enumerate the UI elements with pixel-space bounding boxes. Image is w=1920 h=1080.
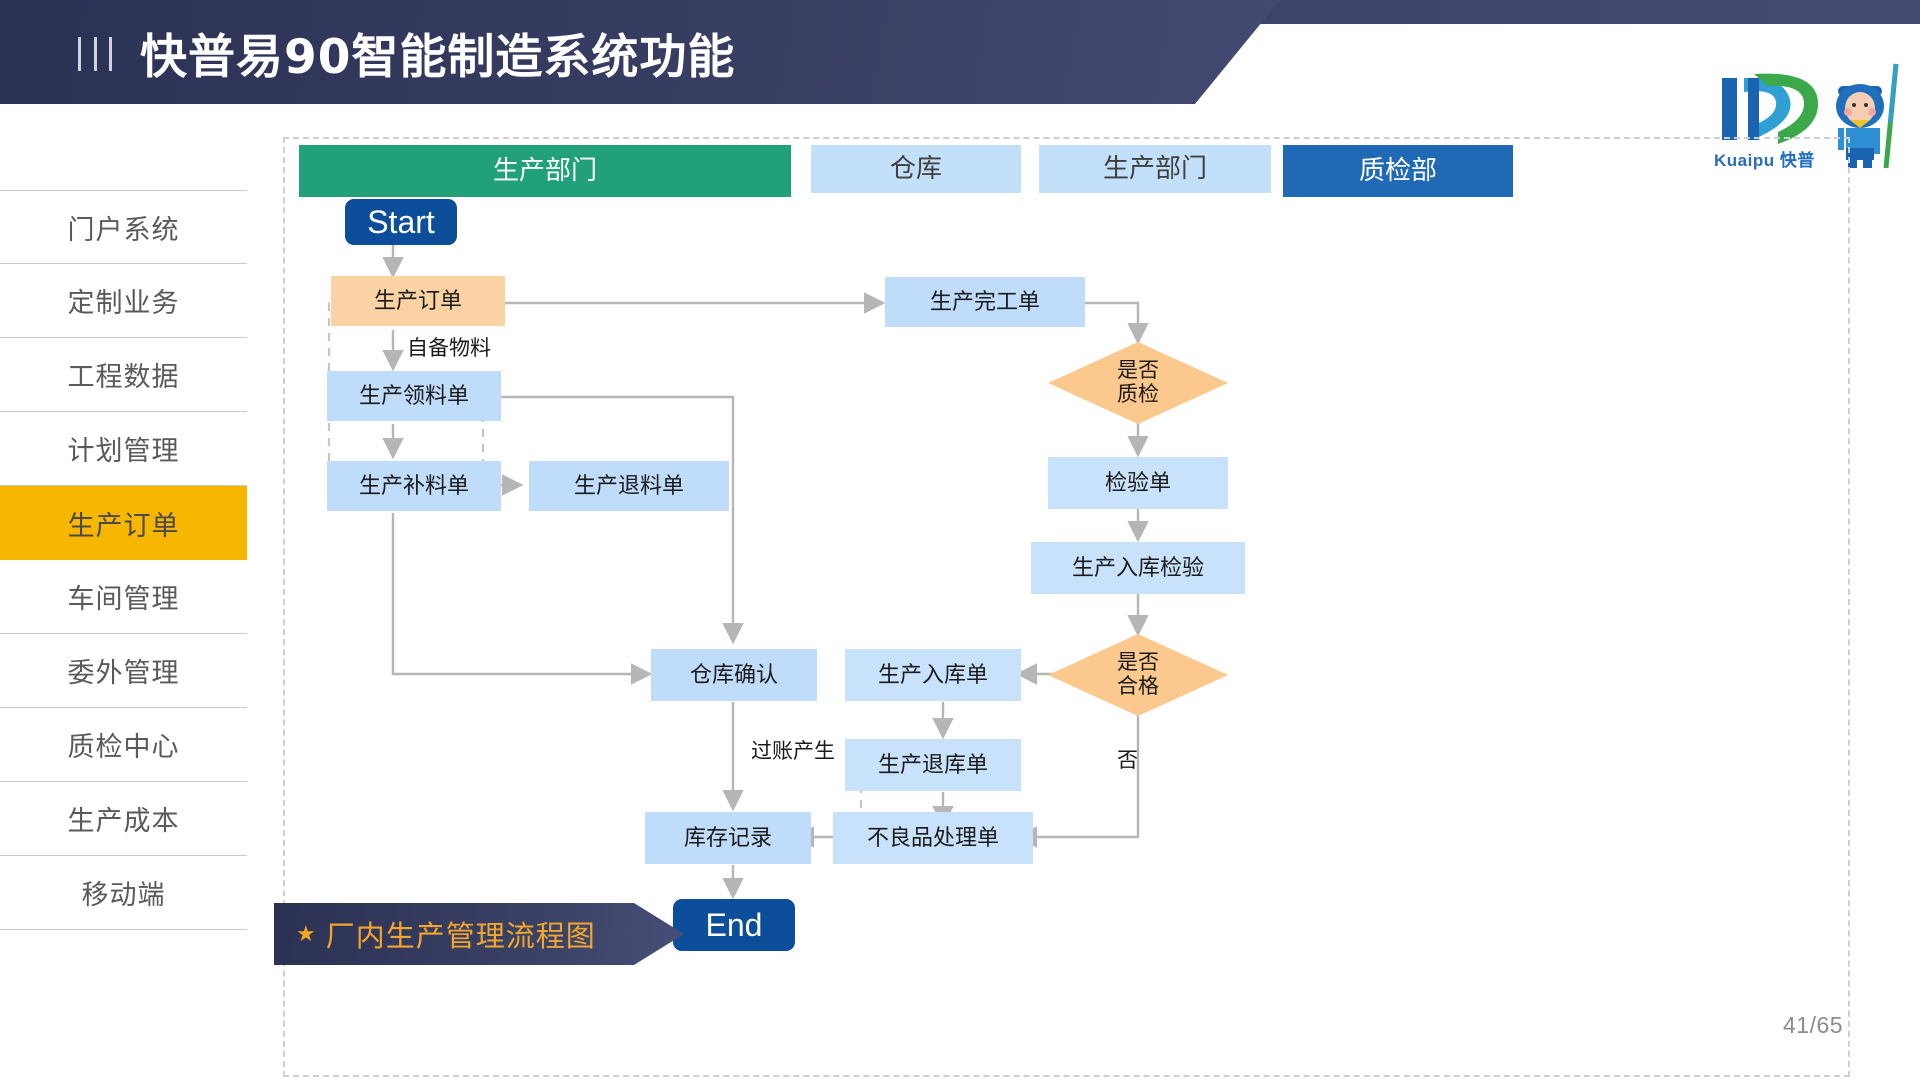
swimlane-header-2: 生产部门 — [1039, 145, 1271, 193]
sidebar: 门户系统定制业务工程数据计划管理生产订单车间管理委外管理质检中心生产成本移动端 — [0, 190, 247, 930]
node-qc-decision-label: 是否 质检 — [1117, 358, 1159, 406]
mascot-icon — [1836, 63, 1899, 169]
logo-wordmark: Kuaipu 快普 — [1714, 151, 1815, 170]
node-qualified-decision-label: 是否 合格 — [1117, 650, 1159, 698]
sidebar-item-label: 生产订单 — [67, 510, 180, 541]
sidebar-item-1[interactable]: 定制业务 — [0, 264, 247, 338]
sidebar-item-4[interactable]: 生产订单 — [0, 486, 247, 560]
sidebar-item-6[interactable]: 委外管理 — [0, 634, 247, 708]
sidebar-item-label: 工程数据 — [67, 362, 180, 392]
diagram-caption-banner: ★ 厂内生产管理流程图 — [274, 903, 684, 965]
sidebar-item-label: 计划管理 — [67, 436, 180, 466]
node-inventory-record[interactable]: 库存记录 — [645, 812, 811, 864]
node-supplement-list[interactable]: 生产补料单 — [327, 461, 501, 511]
sidebar-item-7[interactable]: 质检中心 — [0, 708, 247, 782]
node-defect-handling[interactable]: 不良品处理单 — [833, 812, 1033, 864]
node-material-return[interactable]: 生产退料单 — [529, 461, 729, 511]
star-icon: ★ — [296, 921, 316, 946]
sidebar-item-2[interactable]: 工程数据 — [0, 338, 247, 412]
diagram-frame — [283, 137, 1850, 1077]
sidebar-item-label: 移动端 — [81, 880, 166, 910]
node-picking-list[interactable]: 生产领料单 — [327, 371, 501, 421]
sidebar-item-label: 车间管理 — [67, 584, 180, 614]
sidebar-item-9[interactable]: 移动端 — [0, 856, 247, 930]
page-title: 快普易90智能制造系统功能 — [140, 30, 736, 85]
sidebar-item-label: 委外管理 — [67, 658, 180, 688]
node-stock-return[interactable]: 生产退库单 — [845, 739, 1021, 791]
sidebar-item-label: 生产成本 — [67, 806, 180, 836]
sidebar-item-8[interactable]: 生产成本 — [0, 782, 247, 856]
logo-mark-icon — [1722, 63, 1899, 169]
diagram-caption-label: 厂内生产管理流程图 — [325, 921, 596, 953]
node-inbound-inspection[interactable]: 生产入库检验 — [1031, 542, 1245, 594]
node-qc-decision[interactable]: 是否 质检 — [1048, 342, 1228, 424]
node-start[interactable]: Start — [345, 199, 457, 245]
sidebar-item-0[interactable]: 门户系统 — [0, 190, 247, 264]
page-number: 41/65 — [1783, 1012, 1844, 1038]
node-stock-in[interactable]: 生产入库单 — [845, 649, 1021, 701]
node-inspection-sheet[interactable]: 检验单 — [1048, 457, 1228, 509]
sidebar-item-label: 定制业务 — [67, 288, 180, 318]
sidebar-item-5[interactable]: 车间管理 — [0, 560, 247, 634]
header-band — [0, 0, 1280, 104]
sidebar-item-3[interactable]: 计划管理 — [0, 412, 247, 486]
node-qualified-decision[interactable]: 是否 合格 — [1048, 634, 1228, 716]
swimlane-header-1: 仓库 — [811, 145, 1021, 193]
swimlane-header-0: 生产部门 — [299, 145, 791, 197]
node-warehouse-confirm[interactable]: 仓库确认 — [651, 649, 817, 701]
node-production-order[interactable]: 生产订单 — [331, 276, 505, 326]
swimlane-header-3: 质检部 — [1283, 145, 1513, 197]
sidebar-item-label: 质检中心 — [67, 732, 180, 762]
sidebar-item-label: 门户系统 — [67, 214, 180, 245]
node-end[interactable]: End — [673, 899, 795, 951]
node-completion-order[interactable]: 生产完工单 — [885, 277, 1085, 327]
brand-logo: Kuaipu 快普 — [1710, 62, 1910, 172]
edge-label-self-material: 自备物料 — [407, 337, 491, 360]
flowchart: 生产部门 仓库 生产部门 质检部 Start 生产订单 生产领料单 生产补料单 … — [283, 137, 1850, 1077]
edge-label-no: 否 — [1117, 749, 1138, 772]
triple-bar-icon — [78, 36, 112, 72]
edge-label-posting: 过账产生 — [751, 740, 835, 763]
